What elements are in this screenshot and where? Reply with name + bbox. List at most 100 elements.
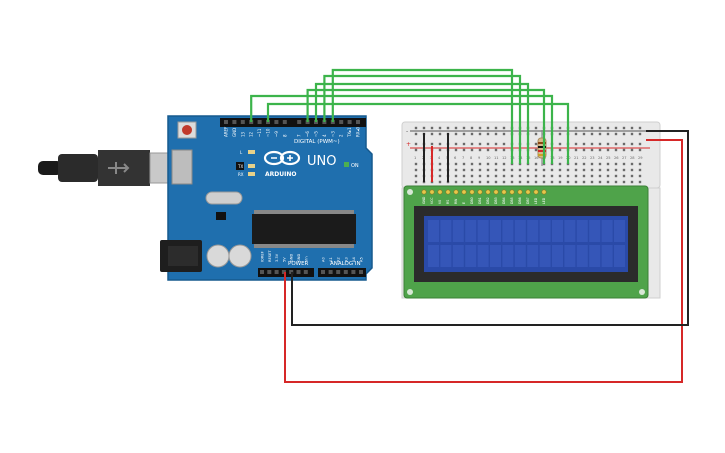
rail-hole[interactable] [582, 132, 586, 136]
breadboard-hole[interactable] [606, 174, 610, 178]
rail-hole[interactable] [598, 132, 602, 136]
rail-hole[interactable] [438, 142, 442, 146]
rail-hole[interactable] [438, 148, 442, 152]
breadboard-hole[interactable] [486, 168, 490, 172]
rail-hole[interactable] [558, 132, 562, 136]
rail-hole[interactable] [534, 148, 538, 152]
breadboard-hole[interactable] [470, 180, 474, 184]
lcd-pin[interactable] [509, 189, 515, 195]
rail-hole[interactable] [494, 126, 498, 130]
rail-hole[interactable] [414, 148, 418, 152]
rail-hole[interactable] [622, 148, 626, 152]
breadboard-hole[interactable] [494, 180, 498, 184]
analog-pin[interactable] [328, 270, 333, 274]
rail-hole[interactable] [590, 126, 594, 130]
digital-pin[interactable] [224, 120, 228, 124]
5v-wire[interactable] [284, 139, 683, 383]
rail-hole[interactable] [470, 142, 474, 146]
breadboard-hole[interactable] [630, 168, 634, 172]
breadboard-hole[interactable] [574, 168, 578, 172]
breadboard-hole[interactable] [414, 168, 418, 172]
rail-hole[interactable] [478, 126, 482, 130]
breadboard-hole[interactable] [622, 162, 626, 166]
breadboard-hole[interactable] [566, 174, 570, 178]
rail-hole[interactable] [486, 142, 490, 146]
rail-hole[interactable] [558, 142, 562, 146]
breadboard-hole[interactable] [590, 180, 594, 184]
rail-hole[interactable] [486, 148, 490, 152]
rail-hole[interactable] [470, 126, 474, 130]
breadboard-hole[interactable] [550, 180, 554, 184]
rail-hole[interactable] [494, 132, 498, 136]
analog-pin[interactable] [351, 270, 356, 274]
breadboard-hole[interactable] [478, 180, 482, 184]
analog-pin[interactable] [321, 270, 325, 274]
rail-hole[interactable] [630, 132, 634, 136]
rail-hole[interactable] [462, 148, 466, 152]
rail-hole[interactable] [582, 126, 586, 130]
breadboard-hole[interactable] [486, 180, 490, 184]
lcd-pin[interactable] [493, 189, 499, 195]
breadboard-hole[interactable] [510, 174, 514, 178]
breadboard-hole[interactable] [470, 168, 474, 172]
rail-hole[interactable] [638, 132, 642, 136]
rail-hole[interactable] [454, 148, 458, 152]
breadboard-hole[interactable] [614, 180, 618, 184]
breadboard-hole[interactable] [486, 174, 490, 178]
breadboard-hole[interactable] [582, 174, 586, 178]
breadboard-hole[interactable] [494, 168, 498, 172]
rail-hole[interactable] [470, 148, 474, 152]
breadboard-hole[interactable] [502, 168, 506, 172]
breadboard-hole[interactable] [542, 168, 546, 172]
power-pin[interactable] [274, 270, 279, 274]
breadboard-hole[interactable] [550, 168, 554, 172]
rail-hole[interactable] [534, 126, 538, 130]
breadboard-hole[interactable] [486, 162, 490, 166]
rail-hole[interactable] [534, 132, 538, 136]
breadboard-hole[interactable] [454, 180, 458, 184]
breadboard-hole[interactable] [534, 162, 538, 166]
breadboard-hole[interactable] [502, 180, 506, 184]
signal-wire[interactable] [323, 74, 522, 164]
rail-hole[interactable] [430, 132, 434, 136]
rail-hole[interactable] [558, 148, 562, 152]
analog-pin[interactable] [336, 270, 341, 274]
rail-hole[interactable] [630, 126, 634, 130]
breadboard-hole[interactable] [614, 174, 618, 178]
power-pin[interactable] [296, 270, 301, 274]
rail-hole[interactable] [454, 126, 458, 130]
breadboard-hole[interactable] [414, 162, 418, 166]
digital-pin[interactable] [240, 120, 245, 124]
breadboard-hole[interactable] [614, 168, 618, 172]
rail-hole[interactable] [606, 142, 610, 146]
breadboard-hole[interactable] [462, 168, 466, 172]
rail-hole[interactable] [574, 126, 578, 130]
breadboard-hole[interactable] [470, 162, 474, 166]
reset-button-cap[interactable] [182, 125, 192, 135]
rail-hole[interactable] [638, 126, 642, 130]
lcd-pin[interactable] [485, 189, 491, 195]
breadboard-hole[interactable] [606, 168, 610, 172]
breadboard-hole[interactable] [454, 174, 458, 178]
breadboard-hole[interactable] [638, 162, 642, 166]
rail-hole[interactable] [494, 142, 498, 146]
rail-hole[interactable] [478, 142, 482, 146]
rail-hole[interactable] [486, 126, 490, 130]
usb-cable[interactable] [38, 150, 179, 186]
breadboard-hole[interactable] [534, 180, 538, 184]
rail-hole[interactable] [614, 148, 618, 152]
signal-wire[interactable] [331, 68, 514, 164]
rail-hole[interactable] [422, 126, 426, 130]
lcd-pin[interactable] [469, 189, 475, 195]
rail-hole[interactable] [478, 132, 482, 136]
rail-hole[interactable] [454, 132, 458, 136]
rail-hole[interactable] [478, 148, 482, 152]
breadboard-hole[interactable] [510, 180, 514, 184]
power-pin[interactable] [281, 270, 286, 274]
rail-hole[interactable] [574, 142, 578, 146]
lcd-pin[interactable] [445, 189, 451, 195]
rail-hole[interactable] [590, 132, 594, 136]
lcd-pin[interactable] [541, 189, 547, 195]
rail-hole[interactable] [638, 142, 642, 146]
